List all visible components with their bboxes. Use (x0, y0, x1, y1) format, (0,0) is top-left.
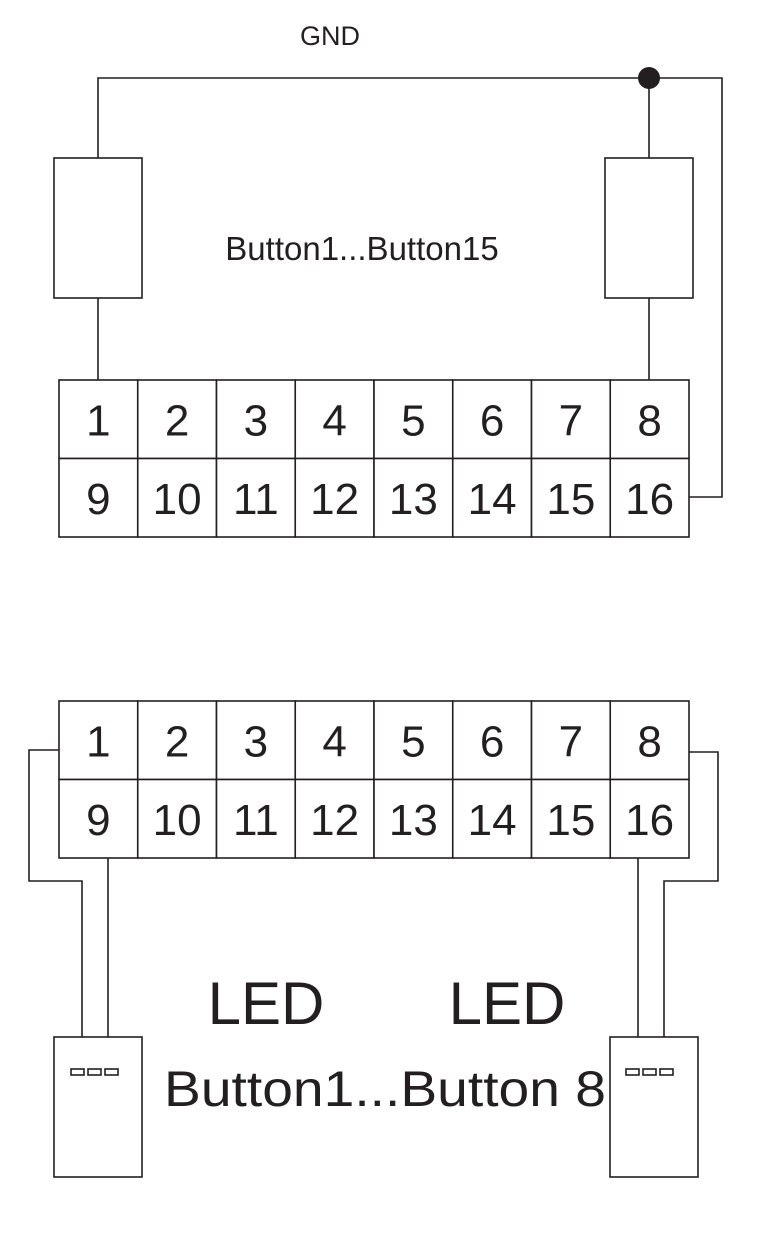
led-right-label: LED (449, 970, 566, 1037)
bottom-center-label: Button1...Button 8 (164, 1061, 606, 1117)
top-terminal-number: 3 (244, 396, 268, 445)
top-terminal-number: 14 (468, 475, 517, 524)
led-indicator-right-icon (625, 1068, 674, 1076)
top-terminal-number: 1 (86, 396, 110, 445)
bottom-terminal-cell (451, 700, 533, 781)
top-terminal-cell (58, 457, 139, 538)
bottom-terminal-number: 3 (244, 717, 268, 766)
led-button-left (53, 1036, 143, 1178)
top-terminal-number: 15 (546, 475, 595, 524)
bottom-terminal-number: 2 (165, 717, 189, 766)
bottom-terminal-number: 8 (637, 717, 661, 766)
button-right-top (604, 157, 694, 299)
top-terminal-number: 11 (233, 475, 279, 524)
top-terminal-cell (373, 379, 454, 460)
bottom-terminal-number: 7 (559, 717, 583, 766)
top-terminal-number: 7 (559, 396, 583, 445)
button-left-top (53, 157, 143, 299)
bottom-terminal-cell (451, 778, 533, 859)
bottom-terminal-number: 9 (86, 796, 110, 845)
gnd-label: GND (300, 21, 360, 51)
top-terminal-number: 13 (389, 475, 438, 524)
bottom-terminal-cell (609, 778, 690, 859)
bottom-terminal-number: 4 (322, 717, 346, 766)
top-terminal-number: 10 (153, 475, 202, 524)
bottom-terminal-cell (58, 778, 139, 859)
top-terminal-cell (215, 379, 297, 460)
top-terminal-cell (609, 379, 690, 460)
bottom-terminal-number: 1 (86, 717, 110, 766)
led-button-right (609, 1036, 699, 1178)
led-left-outer-wire (28, 749, 83, 1037)
top-terminal-cell (215, 457, 297, 538)
bottom-terminal-cell (530, 778, 612, 859)
led-left-label: LED (208, 970, 325, 1037)
top-terminal-cell (373, 457, 454, 538)
bottom-terminal-number: 14 (468, 796, 517, 845)
bottom-terminal-cell (294, 700, 375, 781)
top-terminal-number: 6 (480, 396, 504, 445)
top-terminal-cell (136, 457, 218, 538)
bottom-terminal-cell (215, 700, 297, 781)
bottom-terminal-number: 13 (389, 796, 438, 845)
bottom-terminal-number: 12 (310, 796, 359, 845)
top-terminal-cell (530, 379, 612, 460)
gnd-bus-wire (97, 77, 723, 498)
bottom-terminal-number: 16 (625, 796, 674, 845)
bottom-terminal-number: 5 (401, 717, 425, 766)
top-terminal-number: 5 (401, 396, 425, 445)
bottom-terminal-cell (58, 700, 139, 781)
top-terminal-number: 9 (86, 475, 110, 524)
bottom-terminal-cell (373, 700, 454, 781)
top-terminal-number: 4 (322, 396, 346, 445)
bottom-terminal-number: 15 (546, 796, 595, 845)
bottom-terminal-cell (215, 778, 297, 859)
top-terminal-number: 8 (637, 396, 661, 445)
top-terminal-number: 16 (625, 475, 674, 524)
top-terminal-number: 2 (165, 396, 189, 445)
bottom-terminal-number: 10 (153, 796, 202, 845)
bottom-terminal-cell (136, 778, 218, 859)
top-terminal-cell (451, 457, 533, 538)
top-terminal-cell (609, 457, 690, 538)
top-terminal-cell (58, 379, 139, 460)
top-terminal-cell (451, 379, 533, 460)
led-indicator-left-icon (70, 1068, 119, 1076)
top-terminal-number: 12 (310, 475, 359, 524)
bottom-terminal-number: 11 (233, 796, 279, 845)
bottom-terminal-cell (294, 778, 375, 859)
led-right-outer-wire (663, 751, 719, 1037)
top-terminal-cell (294, 457, 375, 538)
bottom-terminal-number: 6 (480, 717, 504, 766)
bottom-terminal-cell (373, 778, 454, 859)
top-terminal-cell (530, 457, 612, 538)
top-center-label: Button1...Button15 (225, 230, 498, 267)
